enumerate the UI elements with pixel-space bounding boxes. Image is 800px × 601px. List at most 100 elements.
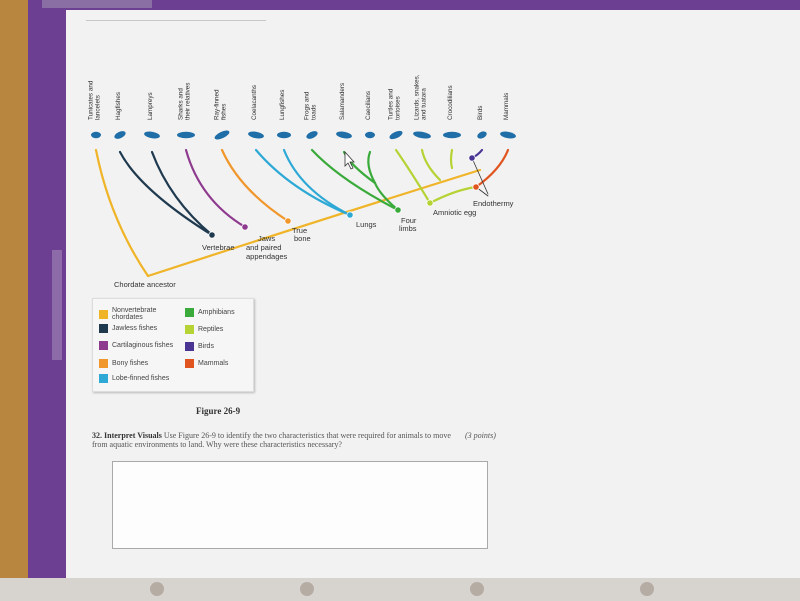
taxon-label-text: Ray-finned xyxy=(214,89,221,120)
taxon-label-text: tortoises xyxy=(395,96,402,120)
taxon-label-text: their relatives xyxy=(185,83,192,120)
animal-silhouette-icon xyxy=(306,131,318,139)
cladogram-node xyxy=(394,206,402,214)
animal-silhouette-icon xyxy=(177,131,195,139)
taxon-label-text: Lizards, snakes, xyxy=(414,74,421,120)
animal-silhouette-icon xyxy=(248,131,264,139)
cladogram-node xyxy=(241,223,249,231)
dock-icon[interactable] xyxy=(470,582,484,596)
legend-label: Mammals xyxy=(198,360,229,367)
cladogram-node xyxy=(472,183,480,191)
legend-label: Bony fishes xyxy=(112,360,149,367)
question-number: 32. xyxy=(92,431,102,440)
cladogram-branches xyxy=(94,148,510,278)
question-points: (3 points) xyxy=(465,431,496,440)
dock-icon[interactable] xyxy=(300,582,314,596)
taxon-label: Crocodilians xyxy=(447,85,454,120)
cladogram-branch xyxy=(367,150,377,185)
legend-label: Lobe-finned fishes xyxy=(112,375,170,382)
answer-textarea[interactable] xyxy=(112,461,488,549)
legend-item: Mammals xyxy=(185,359,249,368)
figure-caption: Figure 26-9 xyxy=(196,406,241,416)
dock-icon[interactable] xyxy=(150,582,164,596)
taxon-label: Salamanders xyxy=(339,83,346,120)
taxon-label-text: fishes xyxy=(221,104,228,120)
taxon-label-text: Birds xyxy=(477,106,484,120)
browser-tab[interactable] xyxy=(42,0,152,8)
taxon-label-text: Coelacanths xyxy=(251,85,258,120)
animal-silhouette-icon xyxy=(443,131,461,139)
animal-silhouette-icon xyxy=(389,130,403,140)
legend-item: Nonvertebrate chordates xyxy=(99,307,183,321)
legend-label: Amphibians xyxy=(198,309,235,316)
animal-silhouette-icon xyxy=(214,130,230,140)
taxon-label-text: Sharks and xyxy=(178,88,185,120)
taxon-label-text: Lampreys xyxy=(147,92,154,120)
taxon-label: Coelacanths xyxy=(251,85,258,120)
taxon-label-text: lancelets xyxy=(95,95,102,120)
taxon-label: Lampreys xyxy=(147,92,154,120)
question-text: Use Figure 26-9 to identify the two char… xyxy=(92,431,451,449)
animal-silhouette-icon xyxy=(91,131,101,139)
legend-swatch xyxy=(99,374,108,383)
animal-silhouette-icon xyxy=(277,131,291,139)
animal-silhouette-icon xyxy=(477,131,487,139)
legend-label: Birds xyxy=(198,343,214,350)
question-32: 32. Interpret Visuals Use Figure 26-9 to… xyxy=(92,431,462,449)
cladogram-branch xyxy=(146,168,482,278)
legend-item: Amphibians xyxy=(185,308,249,317)
cladogram-branch xyxy=(394,148,432,205)
taxon-label-text: Caecilians xyxy=(365,91,372,120)
taxon-label-text: and tuatara xyxy=(421,88,428,120)
top-rule xyxy=(86,20,266,21)
animal-silhouette-icon xyxy=(413,131,431,139)
bottom-bar xyxy=(0,578,800,601)
legend-label: Nonvertebrate chordates xyxy=(112,307,157,321)
animal-silhouette-icon xyxy=(500,131,516,139)
legend-item: Jawless fishes xyxy=(99,324,183,333)
legend-swatch xyxy=(99,324,108,333)
question-title: Interpret Visuals xyxy=(104,431,162,440)
taxon-label-text: Lungfishes xyxy=(279,90,286,120)
taxon-label-text: Mammals xyxy=(503,93,510,120)
cladogram-branch xyxy=(150,150,214,237)
side-scroll-strip[interactable] xyxy=(52,250,62,360)
cladogram-branch xyxy=(220,148,290,223)
animal-silhouette-icon xyxy=(114,131,126,139)
legend-swatch xyxy=(99,309,108,319)
taxon-label-text: Tunicates and xyxy=(88,80,95,120)
cladogram-node xyxy=(426,199,434,207)
taxon-label-text: toads xyxy=(311,105,318,120)
cladogram-branch xyxy=(474,148,510,189)
legend-label: Reptiles xyxy=(198,326,224,333)
cladogram-branch xyxy=(310,148,400,212)
animal-silhouette-icon xyxy=(365,131,375,139)
legend-item: Bony fishes xyxy=(99,359,183,368)
legend-item: Cartilaginous fishes xyxy=(99,341,183,350)
animal-silhouette-icon xyxy=(144,131,160,139)
cladogram-branch xyxy=(94,148,150,278)
node-label: Lungs xyxy=(356,220,377,229)
taxon-label: Birds xyxy=(477,106,484,120)
taxon-label-text: Turtles and xyxy=(388,88,395,120)
taxon-label: Mammals xyxy=(503,93,510,120)
cladogram-node xyxy=(468,154,476,162)
dock-icon[interactable] xyxy=(640,582,654,596)
taxon-label-text: Frogs and xyxy=(304,91,311,120)
cladogram-branch xyxy=(449,148,454,170)
animal-silhouette-icon xyxy=(336,131,352,139)
legend-label: Jawless fishes xyxy=(112,325,158,332)
legend-swatch xyxy=(185,342,194,351)
cladogram-node xyxy=(284,217,292,225)
legend-item: Lobe-finned fishes xyxy=(99,374,183,383)
